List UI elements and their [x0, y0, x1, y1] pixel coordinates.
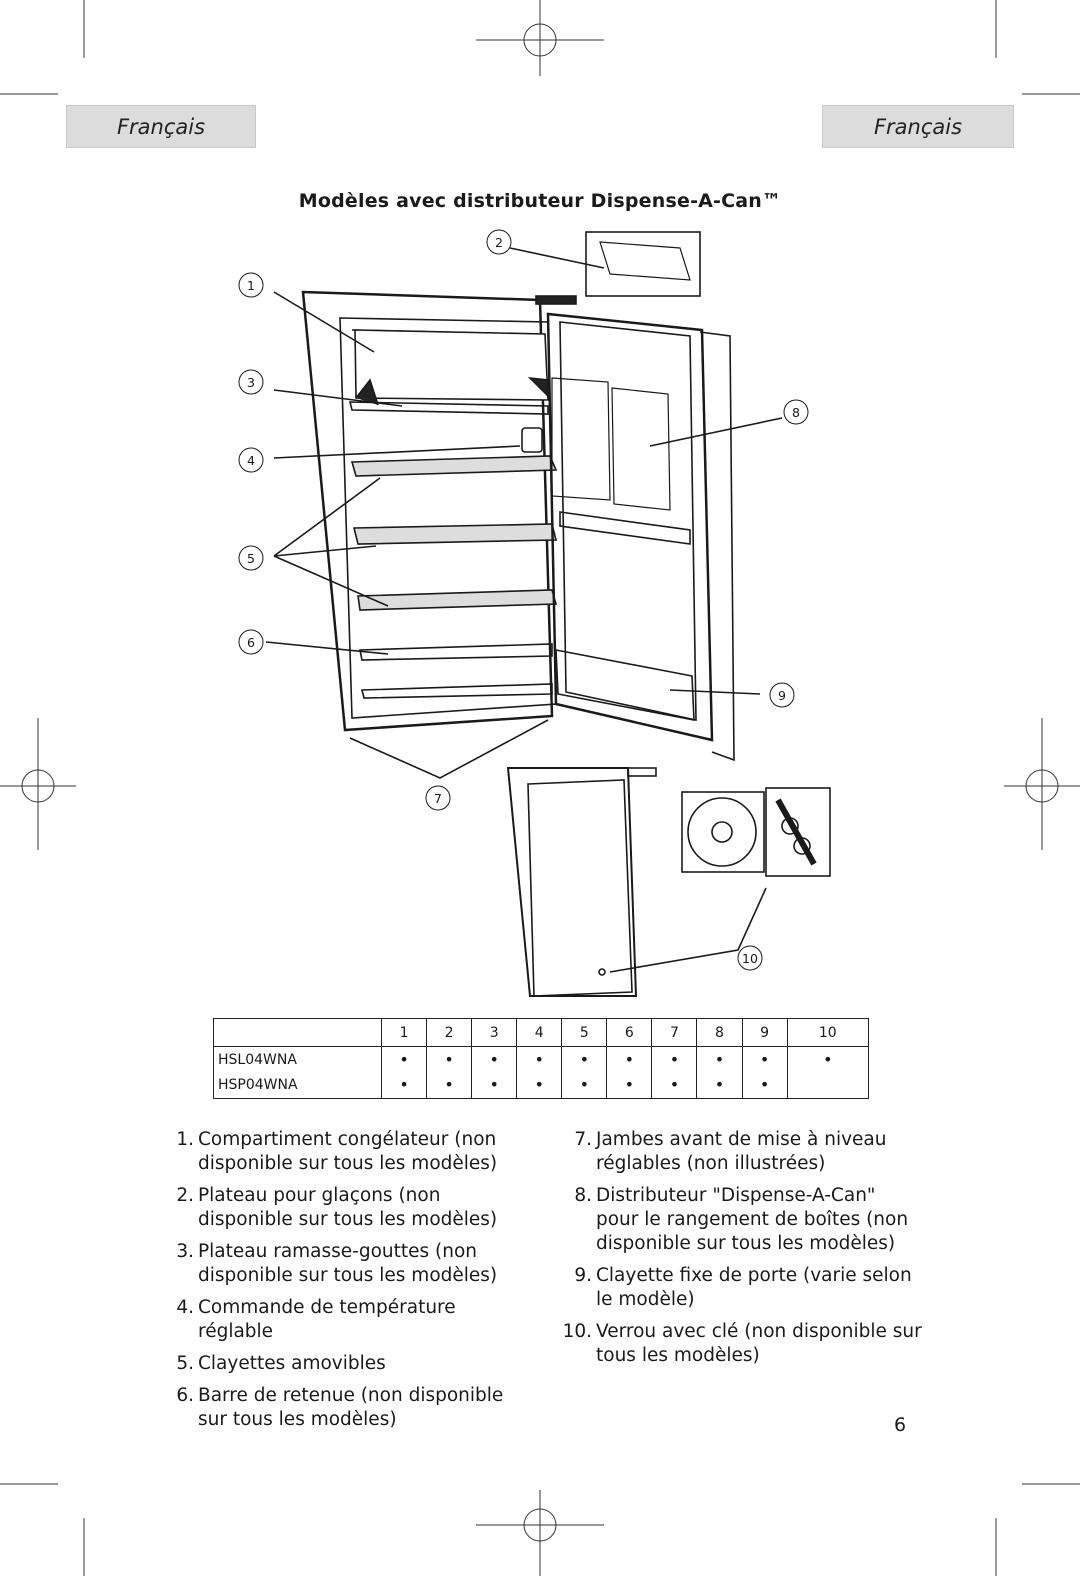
feature-dot: [786, 1072, 870, 1099]
legend-text: Verrou avec clé (non disponible sur tous…: [596, 1321, 922, 1366]
section-title: Modèles avec distributeur Dispense-A-Can…: [298, 190, 782, 212]
table-col-header: 4: [516, 1018, 563, 1047]
table-row: HSL04WNA • • • • • • • • • •: [213, 1046, 870, 1073]
svg-text:1: 1: [247, 278, 255, 293]
legend-item: 5.Clayettes amovibles: [166, 1352, 536, 1376]
legend-left-column: 1.Compartiment congélateur (non disponib…: [166, 1128, 536, 1440]
refrigerator-diagram: 1 2 3 4 5 6 7 8 9 10: [238, 229, 831, 997]
legend-number: 9.: [574, 1265, 592, 1286]
page-number: 6: [894, 1414, 907, 1436]
feature-dot: •: [696, 1072, 743, 1099]
legend-number: 10.: [562, 1321, 592, 1342]
legend-item: 2.Plateau pour glaçons (non disponible s…: [166, 1184, 536, 1232]
table-col-header: 2: [426, 1018, 473, 1047]
callout-4: 4: [238, 447, 264, 473]
model-features-table: 1 2 3 4 5 6 7 8 9 10 HSL04WNA • • • • • …: [213, 1018, 870, 1099]
legend-number: 6.: [176, 1385, 194, 1406]
table-col-header: 10: [786, 1018, 870, 1047]
table-col-header: 7: [651, 1018, 698, 1047]
feature-dot: •: [741, 1072, 788, 1099]
table-col-header: 8: [696, 1018, 743, 1047]
feature-dot: •: [606, 1072, 653, 1099]
feature-dot: •: [741, 1046, 788, 1073]
svg-text:5: 5: [247, 551, 255, 566]
legend-number: 3.: [176, 1241, 194, 1262]
legend-text: Jambes avant de mise à niveau réglables …: [596, 1129, 887, 1174]
legend-item: 1.Compartiment congélateur (non disponib…: [166, 1128, 536, 1176]
feature-dot: •: [516, 1046, 563, 1073]
callout-5: 5: [238, 545, 264, 571]
legend-item: 4.Commande de température réglable: [166, 1296, 536, 1344]
feature-dot: •: [696, 1046, 743, 1073]
callout-2: 2: [486, 229, 512, 255]
feature-dot: •: [516, 1072, 563, 1099]
model-name: HSP04WNA: [213, 1072, 382, 1099]
legend-item: 9.Clayette fixe de porte (varie selon le…: [562, 1264, 922, 1312]
legend-right-column: 7.Jambes avant de mise à niveau réglable…: [562, 1128, 922, 1376]
table-row: HSP04WNA • • • • • • • • •: [213, 1072, 870, 1099]
legend-number: 2.: [176, 1185, 194, 1206]
legend-text: Clayettes amovibles: [198, 1353, 386, 1374]
legend-item: 7.Jambes avant de mise à niveau réglable…: [562, 1128, 922, 1176]
legend-text: Commande de température réglable: [198, 1297, 456, 1342]
language-tab-right: Français: [822, 105, 1014, 148]
feature-dot: •: [606, 1046, 653, 1073]
model-name: HSL04WNA: [213, 1046, 382, 1073]
feature-dot: •: [651, 1072, 698, 1099]
feature-dot: •: [561, 1046, 608, 1073]
svg-text:2: 2: [495, 235, 503, 250]
feature-dot: •: [471, 1072, 518, 1099]
legend-item: 6.Barre de retenue (non disponible sur t…: [166, 1384, 536, 1432]
feature-dot: •: [561, 1072, 608, 1099]
svg-text:8: 8: [792, 405, 800, 420]
legend-text: Distributeur "Dispense-A-Can" pour le ra…: [596, 1185, 909, 1254]
feature-dot: •: [471, 1046, 518, 1073]
legend-number: 5.: [176, 1353, 194, 1374]
legend-item: 10.Verrou avec clé (non disponible sur t…: [562, 1320, 922, 1368]
table-col-header: 3: [471, 1018, 518, 1047]
legend-text: Plateau pour glaçons (non disponible sur…: [198, 1185, 498, 1230]
callout-1: 1: [238, 272, 264, 298]
table-col-header: 9: [741, 1018, 788, 1047]
legend-text: Plateau ramasse-gouttes (non disponible …: [198, 1241, 498, 1286]
feature-dot: •: [426, 1046, 473, 1073]
svg-text:4: 4: [247, 453, 255, 468]
feature-dot: •: [786, 1046, 870, 1073]
svg-text:7: 7: [434, 791, 442, 806]
callout-9: 9: [769, 682, 795, 708]
callout-8: 8: [783, 399, 809, 425]
svg-text:6: 6: [247, 635, 255, 650]
table-col-header: 6: [606, 1018, 653, 1047]
legend-text: Compartiment congélateur (non disponible…: [198, 1129, 498, 1174]
table-header-corner: [213, 1018, 382, 1047]
svg-text:10: 10: [742, 951, 758, 966]
callout-10: 10: [737, 945, 763, 971]
table-header-row: 1 2 3 4 5 6 7 8 9 10: [213, 1018, 870, 1047]
table-col-header: 5: [561, 1018, 608, 1047]
svg-text:3: 3: [247, 375, 255, 390]
legend-number: 8.: [574, 1185, 592, 1206]
feature-dot: •: [426, 1072, 473, 1099]
legend-text: Clayette fixe de porte (varie selon le m…: [596, 1265, 912, 1310]
feature-dot: •: [380, 1072, 428, 1099]
legend-number: 4.: [176, 1297, 194, 1318]
legend-item: 3.Plateau ramasse-gouttes (non disponibl…: [166, 1240, 536, 1288]
language-tab-left: Français: [66, 105, 256, 148]
svg-text:9: 9: [778, 688, 786, 703]
legend-text: Barre de retenue (non disponible sur tou…: [198, 1385, 504, 1430]
legend-number: 1.: [176, 1129, 194, 1150]
feature-dot: •: [651, 1046, 698, 1073]
callout-3: 3: [238, 369, 264, 395]
feature-dot: •: [380, 1046, 428, 1073]
legend-item: 8.Distributeur "Dispense-A-Can" pour le …: [562, 1184, 922, 1256]
table-col-header: 1: [380, 1018, 428, 1047]
callout-6: 6: [238, 629, 264, 655]
callout-7: 7: [425, 785, 451, 811]
legend-number: 7.: [574, 1129, 592, 1150]
